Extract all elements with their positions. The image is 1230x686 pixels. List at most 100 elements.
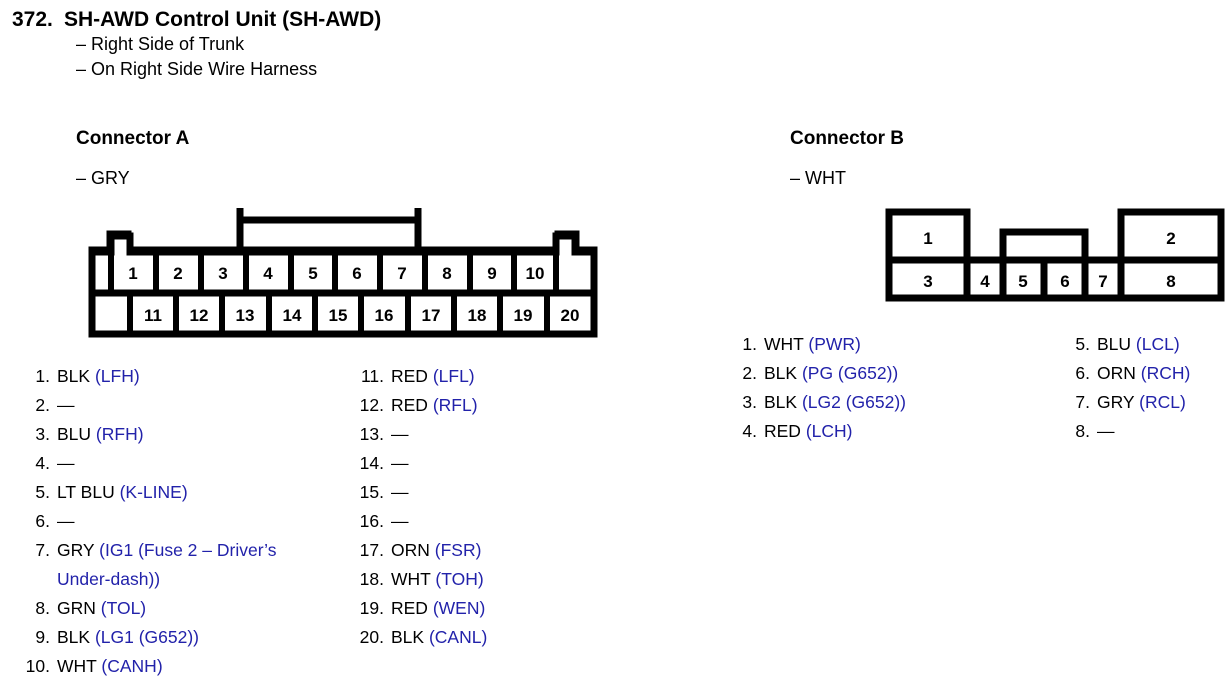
pin-number: 16.: [359, 511, 384, 531]
connector-b-pinlist-left: 1.WHT (PWR) 2.BLK (PG (G652)) 3.BLK (LG2…: [733, 330, 1033, 446]
wire-color: WHT: [764, 334, 804, 354]
pin-list-item: 11.RED (LFL): [352, 362, 652, 391]
connector-a-heading: Connector A: [76, 128, 190, 149]
pin-list-item: 18. WHT (TOH): [352, 565, 652, 594]
pin-value: BLK (LG2 (G652)): [764, 388, 1033, 417]
pin-value: —: [57, 391, 348, 420]
section-number: 372.: [12, 8, 53, 31]
pin-label-b-2: 2: [1166, 229, 1175, 248]
pin-value: WHT (TOH): [391, 565, 652, 594]
wire-color: WHT: [391, 569, 431, 589]
pin-label-b-1: 1: [923, 229, 932, 248]
connector-b-diagram: 1 2 3 4 5 6 7 8: [885, 206, 1225, 304]
pin-number: 2.: [742, 363, 757, 383]
wire-color: —: [57, 395, 75, 415]
pin-list-item: 1.BLK (LFH): [18, 362, 348, 391]
wire-color: RED: [391, 598, 428, 618]
pin-list-item: 4. RED (LCH): [733, 417, 1033, 446]
signal-name: (PG (G652)): [801, 363, 899, 383]
pin-number: 1.: [742, 334, 757, 354]
pin-number: 13.: [359, 424, 384, 444]
pin-number: 7.: [1075, 392, 1090, 412]
pin-list-item: 8.GRN (TOL): [18, 594, 348, 623]
pin-label-a-19: 19: [514, 306, 533, 325]
pin-number: 14.: [359, 453, 384, 473]
pin-value: —: [57, 449, 348, 478]
pin-value: ORN (FSR): [391, 536, 652, 565]
pin-list-item: 10.WHT (CANH): [18, 652, 348, 681]
pin-list-item: 8. —: [1066, 417, 1230, 446]
pin-list-item: 13. —: [352, 420, 652, 449]
signal-name: (TOH): [435, 569, 484, 589]
wire-color: GRY: [1097, 392, 1135, 412]
pin-label-a-16: 16: [375, 306, 394, 325]
signal-name: (K-LINE): [119, 482, 188, 502]
pin-label-a-2: 2: [173, 264, 182, 283]
pin-number: 20.: [359, 627, 384, 647]
pin-label-a-12: 12: [190, 306, 209, 325]
wire-color: ORN: [391, 540, 430, 560]
pin-value: —: [1097, 417, 1230, 446]
pin-number: 4.: [35, 453, 50, 473]
pin-list-item: 20. BLK (CANL): [352, 623, 652, 652]
pin-number: 10.: [25, 656, 50, 676]
pin-value: BLK (LFH): [57, 362, 348, 391]
wire-color: —: [391, 482, 409, 502]
pin-value: RED (WEN): [391, 594, 652, 623]
wire-color: BLU: [57, 424, 92, 444]
pin-value: RED (LCH): [764, 417, 1033, 446]
signal-name: (LG2 (G652)): [801, 392, 907, 412]
pin-value: —: [391, 420, 652, 449]
pin-number: 11.: [360, 366, 384, 386]
pin-list-item: 19.RED (WEN): [352, 594, 652, 623]
pin-list-item: 9.BLK (LG1 (G652)): [18, 623, 348, 652]
pin-number: 18.: [359, 569, 384, 589]
signal-name-continued: Under-dash)): [57, 569, 161, 589]
pin-value: —: [57, 507, 348, 536]
wire-color: RED: [391, 395, 428, 415]
wire-color: —: [1097, 421, 1115, 441]
pin-list-item: 6. —: [18, 507, 348, 536]
signal-name: (CANL): [428, 627, 488, 647]
pin-list-item: 2. —: [18, 391, 348, 420]
pin-number: 6.: [35, 511, 50, 531]
location-bullet-2: – On Right Side Wire Harness: [76, 59, 318, 79]
pin-number: 4.: [742, 421, 757, 441]
pin-value: BLK (CANL): [391, 623, 652, 652]
pin-number: 8.: [1075, 421, 1090, 441]
pin-list-item: 14. —: [352, 449, 652, 478]
pin-label-b-4: 4: [980, 272, 990, 291]
pin-list-item: 3.BLK (LG2 (G652)): [733, 388, 1033, 417]
signal-name: (CANH): [101, 656, 163, 676]
pin-list-item: 12.RED (RFL): [352, 391, 652, 420]
pin-label-b-5: 5: [1018, 272, 1027, 291]
pin-label-b-3: 3: [923, 272, 932, 291]
pin-label-a-3: 3: [218, 264, 227, 283]
pin-number: 5.: [35, 482, 50, 502]
pin-value: GRY (IG1 (Fuse 2 – Driver’s: [57, 536, 348, 565]
pin-value: —: [391, 449, 652, 478]
location-bullet-1: – Right Side of Trunk: [76, 34, 245, 54]
pin-number: 2.: [35, 395, 50, 415]
signal-name: (FSR): [434, 540, 482, 560]
wire-color: —: [391, 453, 409, 473]
signal-name: (LFL): [432, 366, 475, 386]
pin-label-a-4: 4: [263, 264, 273, 283]
pin-value: BLK (PG (G652)): [764, 359, 1033, 388]
pin-number: 9.: [35, 627, 50, 647]
pin-list-item: 2. BLK (PG (G652)): [733, 359, 1033, 388]
pin-number: 8.: [35, 598, 50, 618]
pin-list-item: 3. BLU (RFH): [18, 420, 348, 449]
pin-list-item: 7.GRY (RCL): [1066, 388, 1230, 417]
pin-label-a-6: 6: [352, 264, 361, 283]
pin-list-item: 5.BLU (LCL): [1066, 330, 1230, 359]
pin-number: 3.: [35, 424, 50, 444]
pin-value: RED (RFL): [391, 391, 652, 420]
pin-label-a-8: 8: [442, 264, 451, 283]
pin-list-item: 7.GRY (IG1 (Fuse 2 – Driver’s: [18, 536, 348, 565]
signal-name: (WEN): [432, 598, 486, 618]
pin-list-item: 1.WHT (PWR): [733, 330, 1033, 359]
pin-list-item-continuation: Under-dash)): [18, 565, 348, 594]
pin-label-b-7: 7: [1098, 272, 1107, 291]
signal-name: (RFH): [95, 424, 144, 444]
